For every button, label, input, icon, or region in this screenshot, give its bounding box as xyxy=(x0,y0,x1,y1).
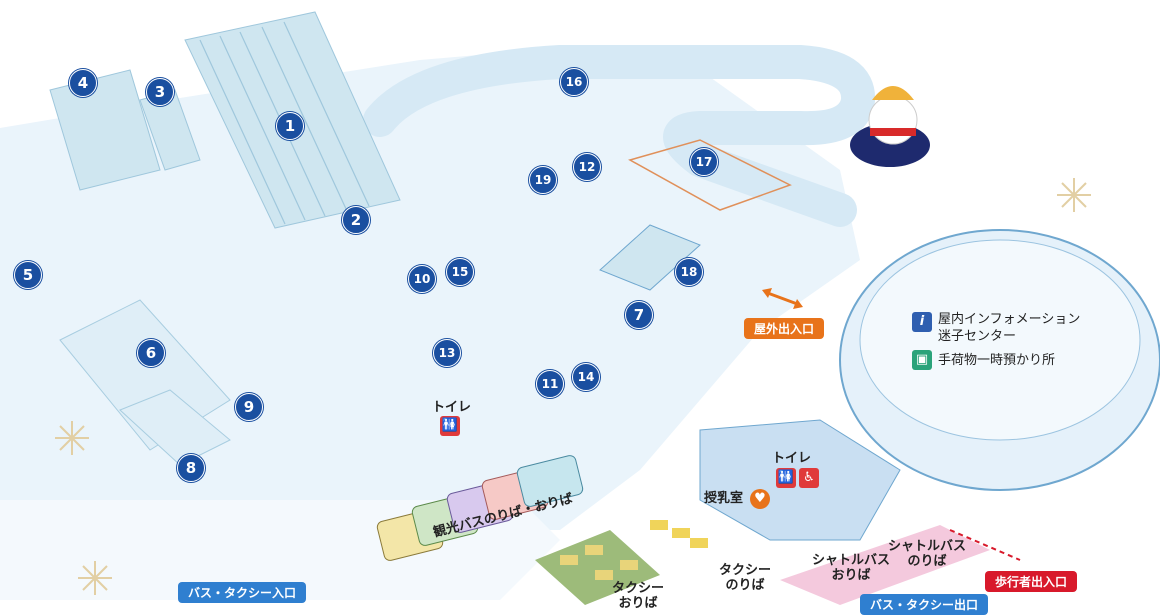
marker-17[interactable]: 17 xyxy=(690,148,718,176)
shuttle-drop-label: シャトルバス おりば xyxy=(812,553,891,583)
snowflake-icon xyxy=(55,178,1091,595)
marker-15[interactable]: 15 xyxy=(446,258,474,286)
info-icon: i xyxy=(912,312,932,332)
marker-9[interactable]: 9 xyxy=(235,393,263,421)
marker-18[interactable]: 18 xyxy=(675,258,703,286)
ride-18 xyxy=(599,224,701,291)
marker-5[interactable]: 5 xyxy=(14,261,42,289)
toilet-icon: 🚻 xyxy=(440,416,460,436)
marker-3[interactable]: 3 xyxy=(146,78,174,106)
fence-17 xyxy=(628,139,792,211)
outdoor-entrance-badge: 屋外出入口 xyxy=(744,318,825,339)
tube-track xyxy=(363,45,875,227)
shuttle-pick-label: シャトルバス のりば xyxy=(888,539,967,569)
marker-10[interactable]: 10 xyxy=(408,265,436,293)
shuttle-lane xyxy=(780,525,990,605)
marker-8[interactable]: 8 xyxy=(177,454,205,482)
bus-taxi-entrance-badge: バス・タクシー入口 xyxy=(178,582,307,603)
marker-7[interactable]: 7 xyxy=(625,301,653,329)
taxi-drop-label: タクシー おりば xyxy=(612,581,665,611)
pedestrian-path xyxy=(949,529,1021,561)
snowman-mascot-icon xyxy=(850,86,930,167)
marker-16[interactable]: 16 xyxy=(560,68,588,96)
info-label-line1: 屋内インフォメーション xyxy=(938,312,1081,327)
wheelchair-icon: ♿ xyxy=(799,468,819,488)
marker-4[interactable]: 4 xyxy=(69,69,97,97)
nursing-icon: ♥ xyxy=(750,489,770,509)
outdoor-arrow xyxy=(764,290,801,307)
marker-12[interactable]: 12 xyxy=(573,153,601,181)
marker-14[interactable]: 14 xyxy=(572,363,600,391)
toilet-icon: 🚻 xyxy=(776,468,796,488)
slope-4 xyxy=(49,69,161,191)
taxi-drop-area xyxy=(535,530,660,605)
luggage-label: 手荷物一時預かり所 xyxy=(938,353,1056,368)
info-label-line2: 迷子センター xyxy=(938,329,1017,344)
taxi-pick-label: タクシー のりば xyxy=(719,563,772,593)
marker-19[interactable]: 19 xyxy=(529,166,557,194)
luggage-icon: ▣ xyxy=(912,350,932,370)
maze-lower xyxy=(119,389,231,466)
toilet-label-1: トイレ xyxy=(432,400,472,415)
marker-13[interactable]: 13 xyxy=(433,339,461,367)
marker-1[interactable]: 1 xyxy=(276,112,304,140)
nursing-room-label: 授乳室 xyxy=(704,491,744,506)
toilet-label-2: トイレ xyxy=(772,451,812,466)
marker-11[interactable]: 11 xyxy=(536,370,564,398)
bus-taxi-exit-badge: バス・タクシー出口 xyxy=(860,594,989,615)
marker-6[interactable]: 6 xyxy=(137,339,165,367)
pedestrian-entrance-badge: 歩行者出入口 xyxy=(985,571,1078,592)
marker-2[interactable]: 2 xyxy=(342,206,370,234)
bus-parking xyxy=(376,455,584,561)
